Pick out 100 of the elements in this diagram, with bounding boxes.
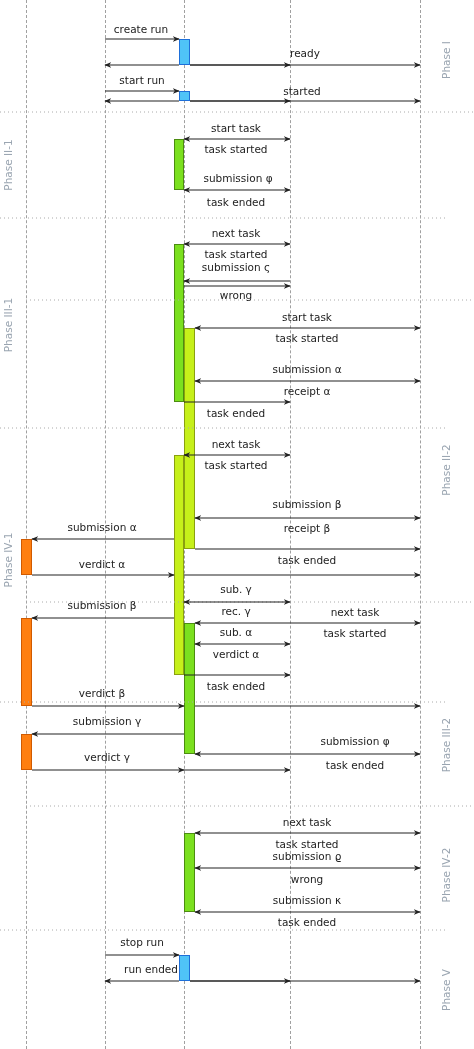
- message-arrow: [104, 978, 180, 984]
- message-arrow: [31, 731, 185, 737]
- message-arrow: [183, 278, 291, 284]
- message-label: task started: [275, 839, 339, 851]
- message-label: next task: [211, 228, 261, 240]
- lifeline: [420, 0, 421, 1049]
- message-arrow: [104, 88, 180, 94]
- message-label: submission φ: [320, 736, 390, 748]
- phase-label: Phase IV-1: [3, 532, 15, 588]
- message-label: next task: [282, 817, 332, 829]
- message-arrow: [189, 978, 421, 984]
- message-label: submission φ: [203, 173, 273, 185]
- message-arrow: [183, 241, 291, 247]
- message-arrow: [189, 98, 421, 104]
- lifeline: [105, 0, 106, 1049]
- message-arrow: [104, 62, 180, 68]
- message-label: create run: [113, 24, 169, 36]
- message-label: start run: [119, 75, 165, 87]
- message-arrow: [104, 952, 180, 958]
- message-label: ready: [290, 48, 320, 60]
- message-label: wrong: [219, 290, 253, 302]
- message-label: run ended: [124, 964, 178, 976]
- message-label: submission κ: [272, 895, 342, 907]
- message-label: verdict γ: [84, 752, 130, 764]
- message-arrow: [194, 865, 421, 871]
- message-arrow: [183, 599, 291, 605]
- message-arrow: [194, 515, 421, 521]
- message-label: stop run: [120, 937, 164, 949]
- activation-bar: [174, 244, 184, 402]
- phase-label: Phase I: [441, 41, 453, 79]
- message-label: next task: [330, 607, 380, 619]
- message-label: wrong: [290, 874, 324, 886]
- message-label: verdict β: [78, 688, 126, 700]
- message-label: task started: [204, 460, 268, 472]
- message-arrow: [183, 572, 421, 578]
- message-label: next task: [211, 439, 261, 451]
- message-label: submission α: [67, 522, 137, 534]
- message-arrow: [31, 572, 175, 578]
- message-arrow: [194, 325, 421, 331]
- message-label: rec. γ: [221, 606, 251, 618]
- message-label: task started: [204, 144, 268, 156]
- message-arrow: [31, 767, 185, 773]
- message-label: submission ς: [201, 262, 271, 274]
- message-arrow: [194, 546, 421, 552]
- message-label: submission β: [67, 600, 137, 612]
- message-label: task ended: [277, 555, 337, 567]
- message-label: submission β: [272, 499, 342, 511]
- activation-bar: [179, 955, 190, 981]
- activation-bar: [21, 618, 32, 706]
- message-arrow: [183, 672, 291, 678]
- message-label: sub. α: [219, 627, 253, 639]
- phase-label: Phase IV-2: [441, 847, 453, 903]
- message-arrow: [194, 703, 421, 709]
- message-arrow: [183, 136, 291, 142]
- message-arrow: [183, 767, 291, 773]
- phase-label: Phase V: [441, 969, 453, 1011]
- activation-bar: [184, 328, 195, 549]
- message-arrow: [194, 909, 421, 915]
- message-label: start task: [282, 312, 332, 324]
- message-arrow: [194, 641, 291, 647]
- message-label: task started: [204, 249, 268, 261]
- message-label: receipt α: [283, 386, 331, 398]
- phase-label: Phase II-2: [441, 444, 453, 496]
- message-label: started: [283, 86, 321, 98]
- message-arrow: [194, 751, 421, 757]
- message-label: start task: [211, 123, 261, 135]
- message-arrow: [189, 62, 421, 68]
- message-arrow: [183, 283, 291, 289]
- lifeline: [290, 0, 291, 1049]
- activation-bar: [174, 139, 184, 190]
- message-arrow: [183, 452, 291, 458]
- message-arrow: [31, 615, 175, 621]
- activation-bar: [179, 39, 190, 65]
- message-label: submission α: [272, 364, 342, 376]
- message-label: task ended: [277, 917, 337, 929]
- message-label: task ended: [206, 681, 266, 693]
- message-label: task ended: [206, 408, 266, 420]
- message-label: verdict α: [78, 559, 126, 571]
- message-label: receipt β: [283, 523, 331, 535]
- message-label: task ended: [206, 197, 266, 209]
- message-label: verdict α: [212, 649, 260, 661]
- message-arrow: [194, 378, 421, 384]
- message-arrow: [104, 98, 180, 104]
- activation-bar: [184, 833, 195, 912]
- message-label: submission γ: [72, 716, 142, 728]
- message-label: task started: [323, 628, 387, 640]
- phase-label: Phase II-1: [3, 139, 15, 191]
- phase-label: Phase III-1: [3, 297, 15, 353]
- activation-bar: [179, 91, 190, 101]
- activation-bar: [184, 623, 195, 754]
- message-arrow: [194, 620, 421, 626]
- message-arrow: [31, 703, 185, 709]
- message-label: task ended: [325, 760, 385, 772]
- activation-bar: [174, 455, 184, 675]
- activation-bar: [21, 734, 32, 770]
- message-label: submission ϱ: [272, 851, 342, 863]
- message-arrow: [183, 187, 291, 193]
- phase-label: Phase III-2: [441, 717, 453, 773]
- activation-bar: [21, 539, 32, 575]
- message-arrow: [183, 399, 291, 405]
